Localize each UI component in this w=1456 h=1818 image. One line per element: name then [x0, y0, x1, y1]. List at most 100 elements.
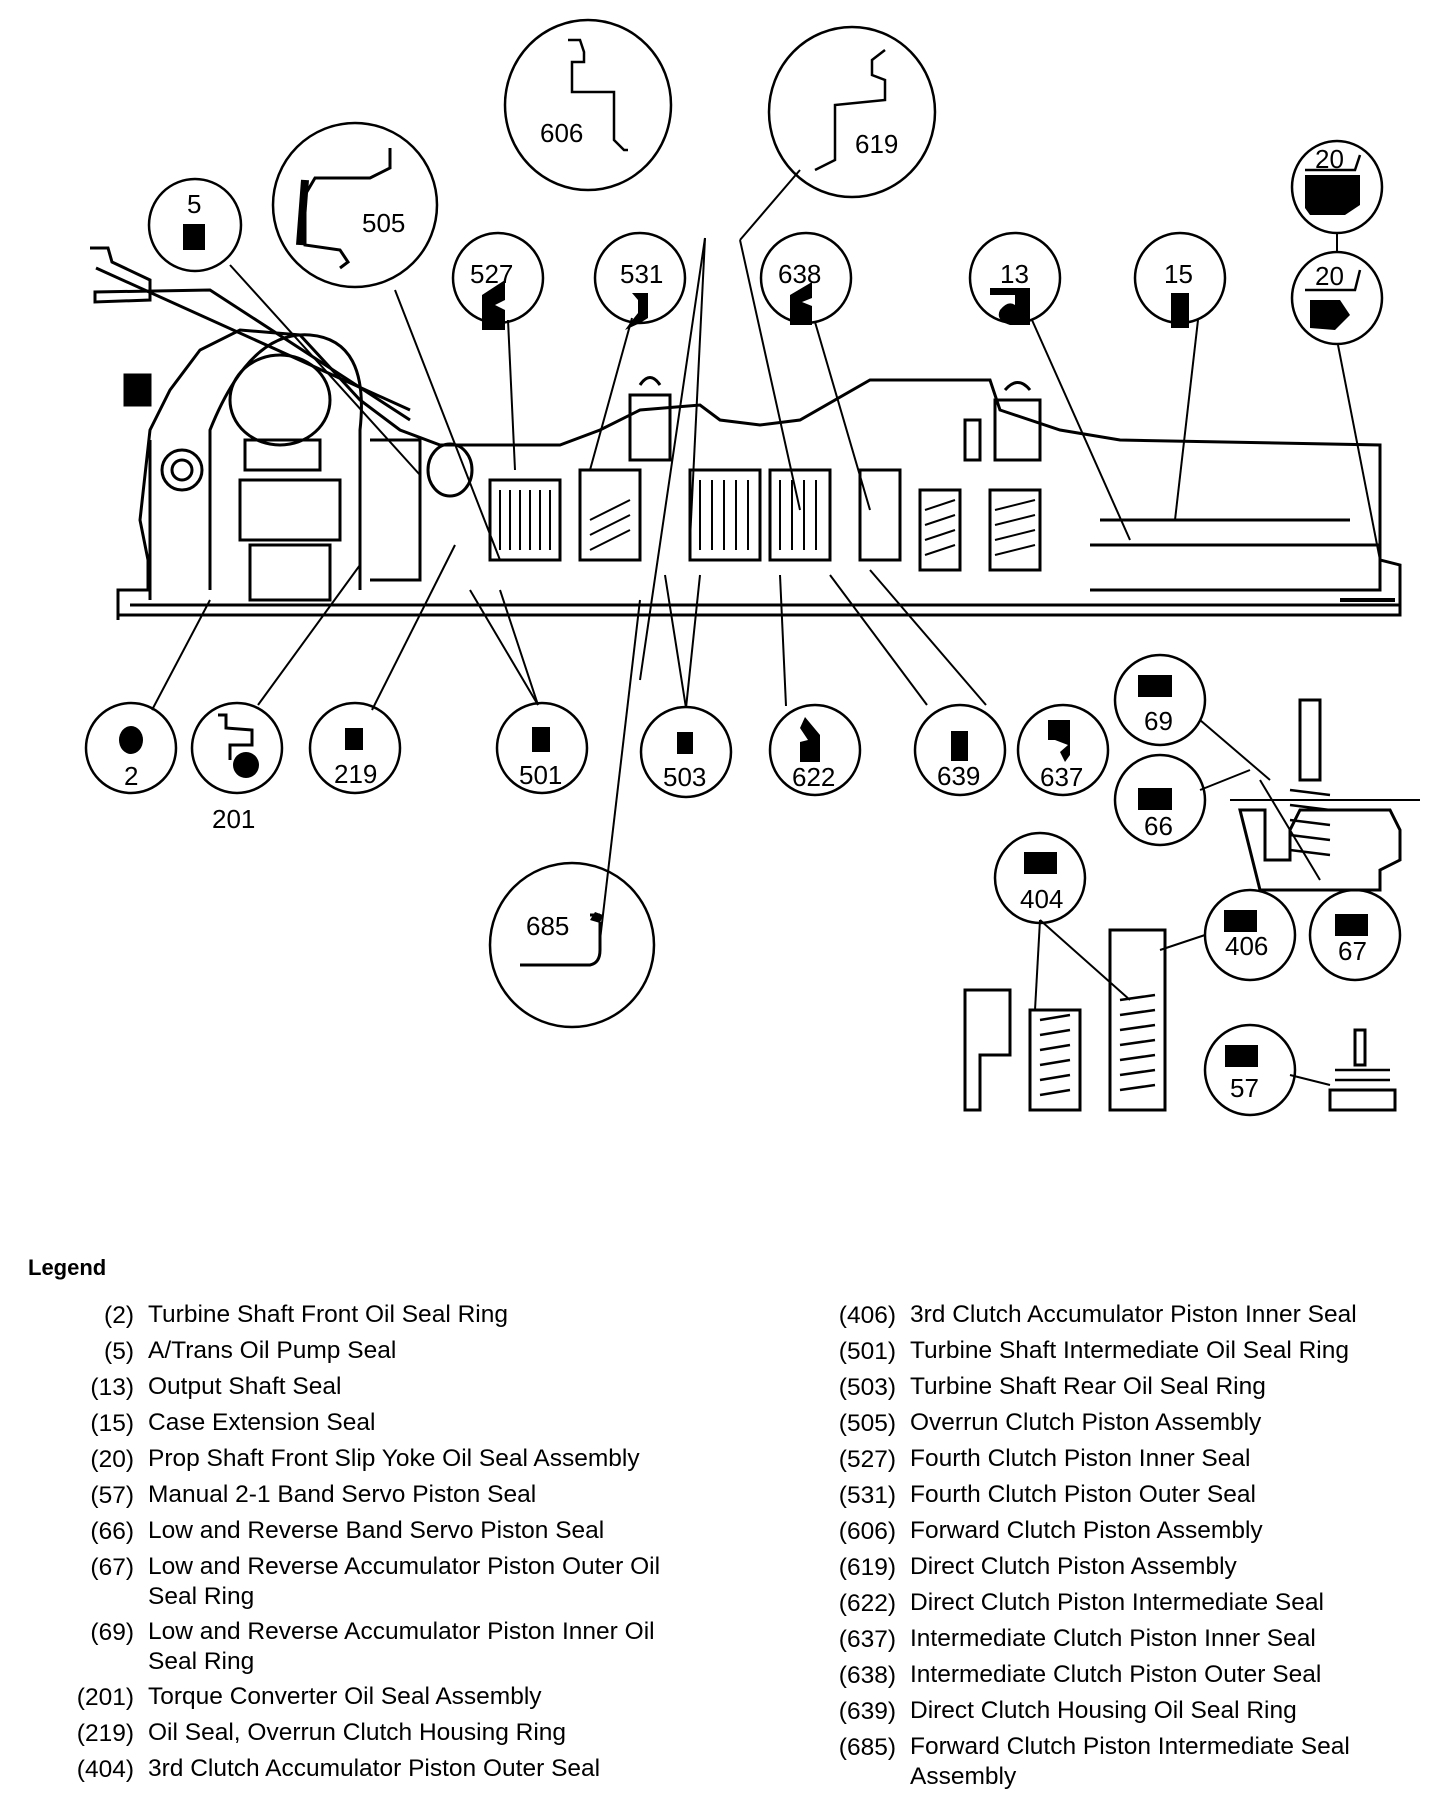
callout-503: 503 [639, 705, 733, 799]
legend-item-description: Fourth Clutch Piston Inner Seal [910, 1445, 1251, 1472]
legend-item-code: (685) [838, 1734, 896, 1761]
legend-item-description: Low and Reverse Accumulator Piston Inner… [148, 1618, 655, 1675]
legend-item-description: Turbine Shaft Intermediate Oil Seal Ring [910, 1337, 1349, 1364]
callout-label: 685 [526, 911, 569, 941]
legend-item-description: A/Trans Oil Pump Seal [148, 1337, 397, 1364]
callout-57: 57 [1203, 1023, 1297, 1117]
callout-label: 67 [1338, 936, 1367, 966]
legend-item-code: (606) [838, 1518, 896, 1545]
callout-505: 505 [271, 121, 439, 289]
callout-20-upper: 20 [1290, 139, 1384, 235]
legend-item: (622) Direct Clutch Piston Intermediate S… [800, 1588, 1450, 1619]
legend-item-description: Direct Clutch Piston Intermediate Seal [910, 1589, 1324, 1616]
legend-item-code: (2) [104, 1302, 134, 1329]
legend-item-description: Output Shaft Seal [148, 1373, 342, 1400]
legend-item-description: 3rd Clutch Accumulator Piston Outer Seal [148, 1755, 601, 1782]
callout-13: 13 [968, 231, 1062, 325]
legend-item: (503) Turbine Shaft Rear Oil Seal Ring [800, 1372, 1450, 1403]
legend-item: (527) Fourth Clutch Piston Inner Seal [800, 1444, 1450, 1475]
callout-404: 404 [993, 831, 1087, 925]
callout-label: 503 [663, 762, 706, 792]
legend-right-column: (406)3rd Clutch Accumulator Piston Inner… [800, 1300, 1450, 1797]
callout-label: 20 [1315, 261, 1344, 291]
legend-item-description: Prop Shaft Front Slip Yoke Oil Seal Asse… [148, 1445, 640, 1472]
legend-item-code: (219) [76, 1720, 134, 1747]
legend-item-code: (13) [90, 1374, 134, 1401]
callout-label: 404 [1020, 884, 1063, 914]
legend-item: (637)Intermediate Clutch Piston Inner Se… [800, 1624, 1450, 1655]
legend-item: (67) Low and Reverse Accumulator Piston O… [50, 1552, 710, 1612]
legend-item-description: Torque Converter Oil Seal Assembly [148, 1683, 542, 1710]
legend-item: (638)Intermediate Clutch Piston Outer Se… [800, 1660, 1450, 1691]
callout-606: 606 [503, 18, 673, 192]
callout-69: 69 [1113, 653, 1207, 747]
legend-item-description: 3rd Clutch Accumulator Piston Inner Seal [910, 1301, 1357, 1328]
callout-639: 639 [913, 703, 1007, 797]
legend-item-code: (505) [838, 1410, 896, 1437]
legend-item: (66) Low and Reverse Band Servo Piston Se… [50, 1516, 710, 1547]
callout-15: 15 [1133, 231, 1227, 328]
legend-item-description: Forward Clutch Piston Assembly [910, 1517, 1263, 1544]
legend-item-code: (20) [90, 1446, 134, 1473]
callout-406: 406 [1203, 888, 1297, 982]
callout-label: 57 [1230, 1073, 1259, 1103]
legend-item-code: (503) [838, 1374, 896, 1401]
legend-title: Legend [28, 1255, 107, 1280]
legend-item-code: (201) [76, 1684, 134, 1711]
legend-item-code: (638) [838, 1662, 896, 1689]
callout-66: 66 [1113, 753, 1207, 847]
callout-622: 622 [768, 703, 862, 797]
callout-label: 637 [1040, 762, 1083, 792]
legend-item-code: (531) [838, 1482, 896, 1509]
legend-item: (505) Overrun Clutch Piston Assembly [800, 1408, 1450, 1439]
legend-item-description: Case Extension Seal [148, 1409, 376, 1436]
legend-item: (531)Fourth Clutch Piston Outer Seal [800, 1480, 1450, 1511]
legend-item-code: (66) [90, 1518, 134, 1545]
legend-item-description: Low and Reverse Band Servo Piston Seal [148, 1517, 605, 1544]
callout-67: 67 [1308, 888, 1402, 982]
legend-item: (13) Output Shaft Seal [50, 1372, 710, 1403]
legend-item-description: Turbine Shaft Rear Oil Seal Ring [910, 1373, 1266, 1400]
legend-item: (404) 3rd Clutch Accumulator Piston Outer… [50, 1754, 710, 1785]
legend-item-description: Oil Seal, Overrun Clutch Housing Ring [148, 1719, 567, 1746]
accumulator-assembly [1230, 698, 1420, 892]
callout-label: 20 [1315, 144, 1344, 174]
callout-20-lower: 20 [1290, 250, 1384, 346]
legend-item-description: Overrun Clutch Piston Assembly [910, 1409, 1262, 1436]
callout-label: 5 [187, 189, 201, 219]
legend-item: (219) Oil Seal, Overrun Clutch Housing Ri… [50, 1718, 710, 1749]
legend-item: (5)A/Trans Oil Pump Seal [50, 1336, 710, 1367]
legend-item: (619)Direct Clutch Piston Assembly [800, 1552, 1450, 1583]
legend-item: (69)Low and Reverse Accumulator Piston I… [50, 1617, 710, 1677]
legend-item: (57)Manual 2-1 Band Servo Piston Seal [50, 1480, 710, 1511]
legend-item-description: Manual 2-1 Band Servo Piston Seal [148, 1481, 537, 1508]
callout-label: 69 [1144, 706, 1173, 736]
callout-label: 66 [1144, 811, 1173, 841]
legend-item-description: Direct Clutch Housing Oil Seal Ring [910, 1697, 1297, 1724]
callout-label: 2 [124, 761, 138, 791]
callout-label: 201 [212, 804, 255, 834]
legend-item-code: (67) [90, 1554, 134, 1581]
legend-item: (685)Forward Clutch Piston Intermediate … [800, 1732, 1450, 1792]
legend-item-description: Direct Clutch Piston Assembly [910, 1553, 1237, 1580]
legend-item-code: (622) [838, 1590, 896, 1617]
callout-label: 606 [540, 118, 583, 148]
legend-item-code: (404) [76, 1756, 134, 1783]
legend-item-description: Low and Reverse Accumulator Piston Outer… [148, 1553, 661, 1610]
callout-5: 5 [147, 177, 243, 273]
callout-label: 639 [937, 761, 980, 791]
legend-item: (501)Turbine Shaft Intermediate Oil Seal… [800, 1336, 1450, 1367]
leader-lines [151, 169, 1381, 1086]
legend-item-code: (637) [838, 1626, 896, 1653]
callout-label: 13 [1000, 259, 1029, 289]
legend-item-code: (527) [838, 1446, 896, 1473]
legend-left-column: (2) Turbine Shaft Front Oil Seal Ring (5)A… [50, 1300, 710, 1790]
legend-item-description: Turbine Shaft Front Oil Seal Ring [148, 1301, 508, 1328]
callout-label: 638 [778, 259, 821, 289]
legend-item: (2) Turbine Shaft Front Oil Seal Ring [50, 1300, 710, 1331]
callout-637: 637 [1016, 703, 1110, 797]
callout-label: 619 [855, 129, 898, 159]
callout-685: 685 [488, 861, 656, 1029]
legend-item-code: (639) [838, 1698, 896, 1725]
transmission-seal-diagram: 606 619 505 5 527 531 638 13 15 [84, 18, 1420, 1117]
